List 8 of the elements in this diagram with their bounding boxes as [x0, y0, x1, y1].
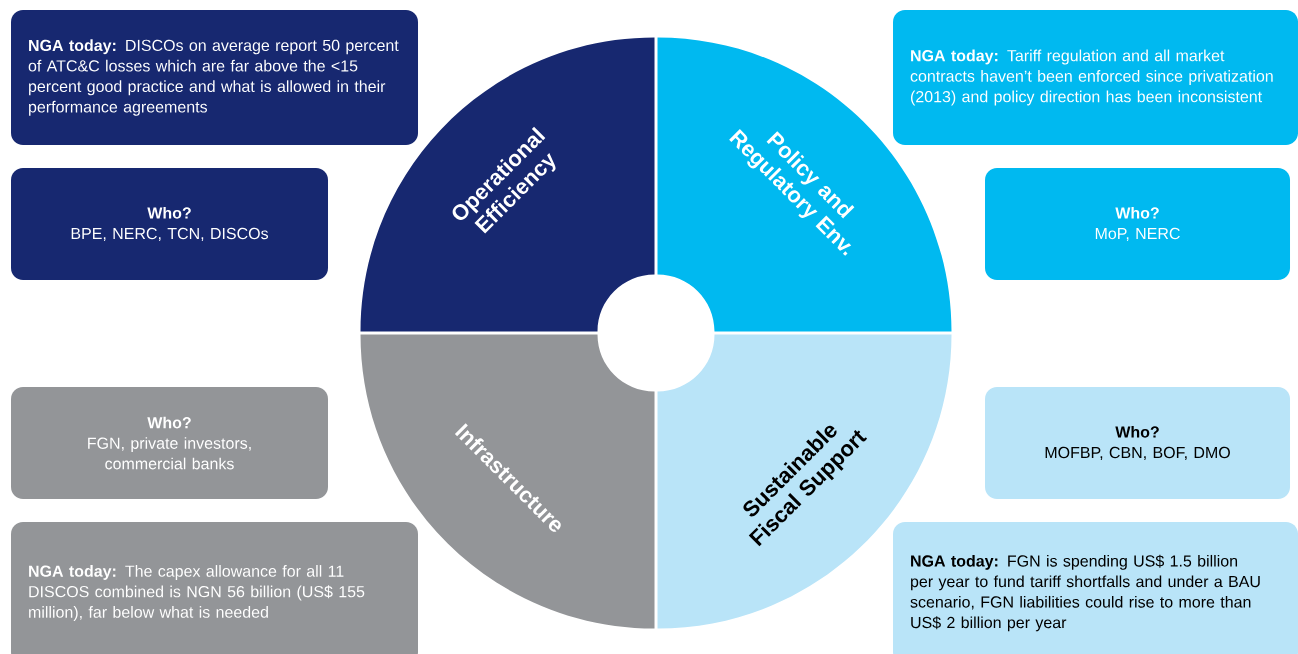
status-box: NGA today: DISCOs on average report 50 percent of ATC&C losses which are far above the <15 percent good practice and what is allowed in their performance agreements [11, 10, 418, 145]
status-box: NGA today: The capex allowance for all 11 DISCOS combined is NGN 56 billion (US$ 155 million), far below what is needed [11, 522, 418, 654]
who-box: Who? MOFBP, CBN, BOF, DMO [985, 387, 1290, 499]
status-box: NGA today: FGN is spending US$ 1.5 billion per year to fund tariff shortfalls and under a BAU scenario, FGN liabilities could rise to more than US$ 2 billion per year [893, 522, 1298, 654]
status-box: NGA today: Tariff regulation and all market contracts haven’t been enforced since privatization (2013) and policy direction has been inconsistent [893, 10, 1298, 145]
who-box: Who? MoP, NERC [985, 168, 1290, 280]
who-box: Who? FGN, private investors, commercial banks [11, 387, 328, 499]
who-box: Who? BPE, NERC, TCN, DISCOs [11, 168, 328, 280]
